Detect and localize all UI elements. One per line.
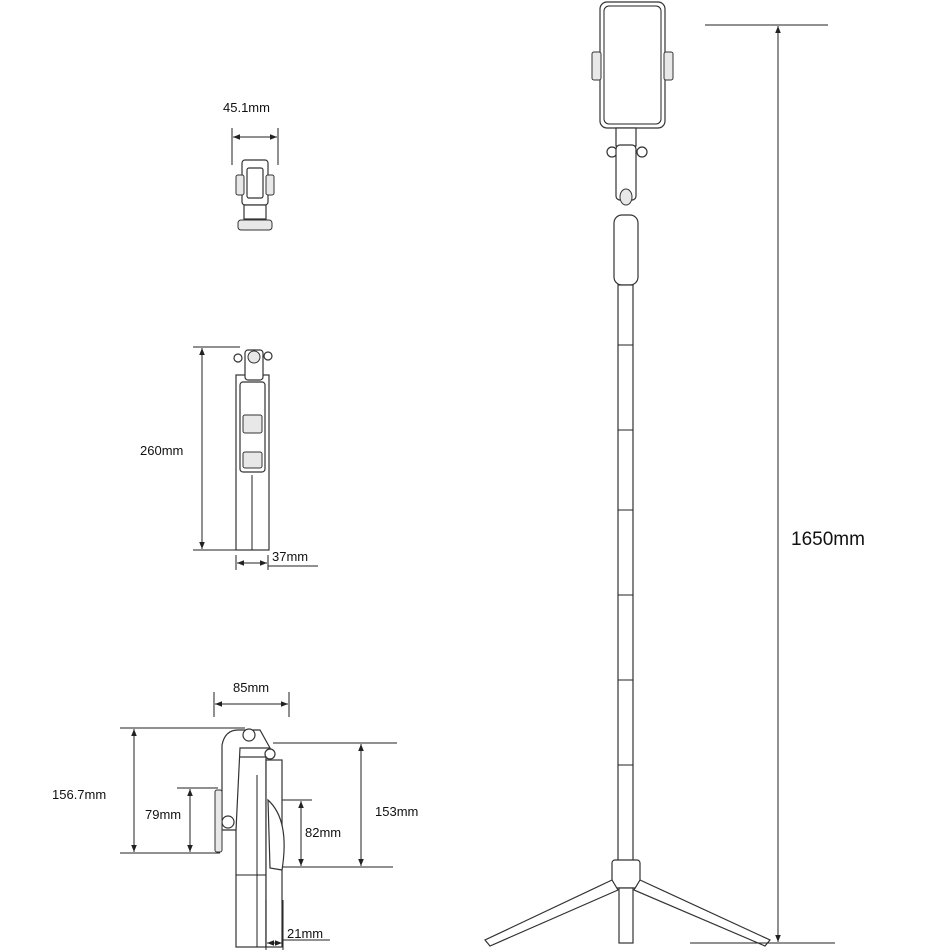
label-open-height: 156.7mm <box>52 787 106 802</box>
label-remote-depth: 21mm <box>287 926 323 941</box>
label-folded-length: 260mm <box>140 443 183 458</box>
label-extended-height: 1650mm <box>791 529 865 550</box>
label-tripod-height: 153mm <box>375 804 418 819</box>
label-clamp-height: 79mm <box>145 807 181 822</box>
side-view-device <box>120 692 397 950</box>
label-clamp-width: 45.1mm <box>223 100 270 115</box>
label-remote-height: 82mm <box>305 825 341 840</box>
folded-view-device <box>193 346 318 570</box>
label-folded-width: 37mm <box>272 549 308 564</box>
top-view-device <box>231 128 279 231</box>
extended-view-device <box>484 1 835 947</box>
label-tripod-span: 85mm <box>233 680 269 695</box>
